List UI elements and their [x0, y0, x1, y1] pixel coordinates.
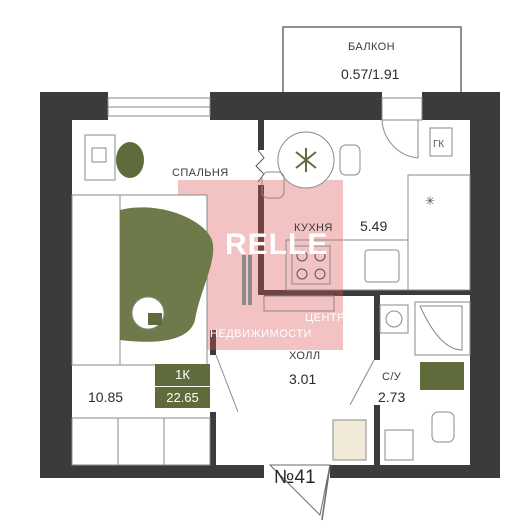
bath-door: [349, 359, 375, 406]
bedroom-door: [215, 354, 239, 413]
apartment-number: №41: [274, 467, 316, 488]
hall-shelf: [263, 295, 335, 312]
hall-area: 3.01: [289, 371, 317, 387]
boiler-box: [429, 127, 453, 157]
partition-hall-bath-bottom: [374, 405, 380, 465]
shower: [414, 301, 471, 356]
balcony-label: БАЛКОН: [348, 41, 395, 53]
partition-kitchen-bath: [380, 290, 470, 295]
window-kitchen: [381, 97, 423, 121]
lamp-icon: [148, 313, 162, 325]
wall-left: [40, 92, 264, 478]
kitchen-counter-right: [407, 174, 471, 291]
kitchen-counter-bottom: [285, 239, 409, 291]
desk: [84, 134, 116, 181]
bathroom-sink: [384, 429, 414, 461]
wall-right: [330, 92, 500, 478]
hall-label: ХОЛЛ: [289, 350, 321, 362]
wardrobe: [71, 417, 211, 466]
bathroom-area: 2.73: [378, 389, 406, 405]
watermark-line2: НЕДВИЖИМОСТИ: [210, 328, 312, 340]
washer-box: [379, 304, 409, 334]
sliding-door-1: [242, 255, 246, 305]
kitchen-chair-left: [261, 171, 285, 199]
entrance-door: [268, 464, 331, 517]
apartment-total-area-badge: 22.65: [155, 386, 210, 408]
plant-icon: [295, 148, 317, 172]
apartment-type-badge: 1К: [155, 364, 210, 386]
bath-mat: [420, 362, 464, 390]
wall-top-middle: [210, 92, 382, 120]
balcony-door-swing: [381, 119, 419, 159]
hood-icon: ✳: [425, 194, 435, 208]
watermark-brand: RELLE: [225, 228, 329, 261]
sliding-door-2: [248, 255, 252, 305]
watermark-line1: ЦЕНТР: [305, 312, 345, 324]
washer-icon: [385, 310, 403, 328]
stove: [291, 245, 331, 285]
balcony-area: 0.57/1.91: [341, 66, 400, 82]
partition-bed-hall: [210, 330, 216, 355]
balcony-outline: [282, 26, 462, 101]
laptop-icon: [91, 147, 107, 163]
partition-hall-bath-top: [374, 290, 380, 360]
partition-bed-kitchen: [258, 185, 264, 295]
boiler-label: ГК: [433, 139, 444, 150]
partition-kitchen-hall: [264, 290, 374, 296]
kitchen-sink: [364, 249, 400, 283]
chair-icon: [116, 142, 144, 178]
bathroom-label: С/У: [382, 371, 402, 383]
toilet: [431, 411, 455, 443]
partition-bed-hall-low: [210, 412, 216, 465]
partition-bed-kitchen-top: [258, 120, 264, 150]
bedroom-area: 10.85: [88, 389, 124, 405]
kitchen-chair-right: [339, 144, 361, 176]
bedroom-label: СПАЛЬНЯ: [172, 167, 229, 179]
kitchen-area: 5.49: [360, 218, 388, 234]
kitchen-label: КУХНЯ: [294, 222, 333, 234]
doormat: [332, 419, 367, 461]
